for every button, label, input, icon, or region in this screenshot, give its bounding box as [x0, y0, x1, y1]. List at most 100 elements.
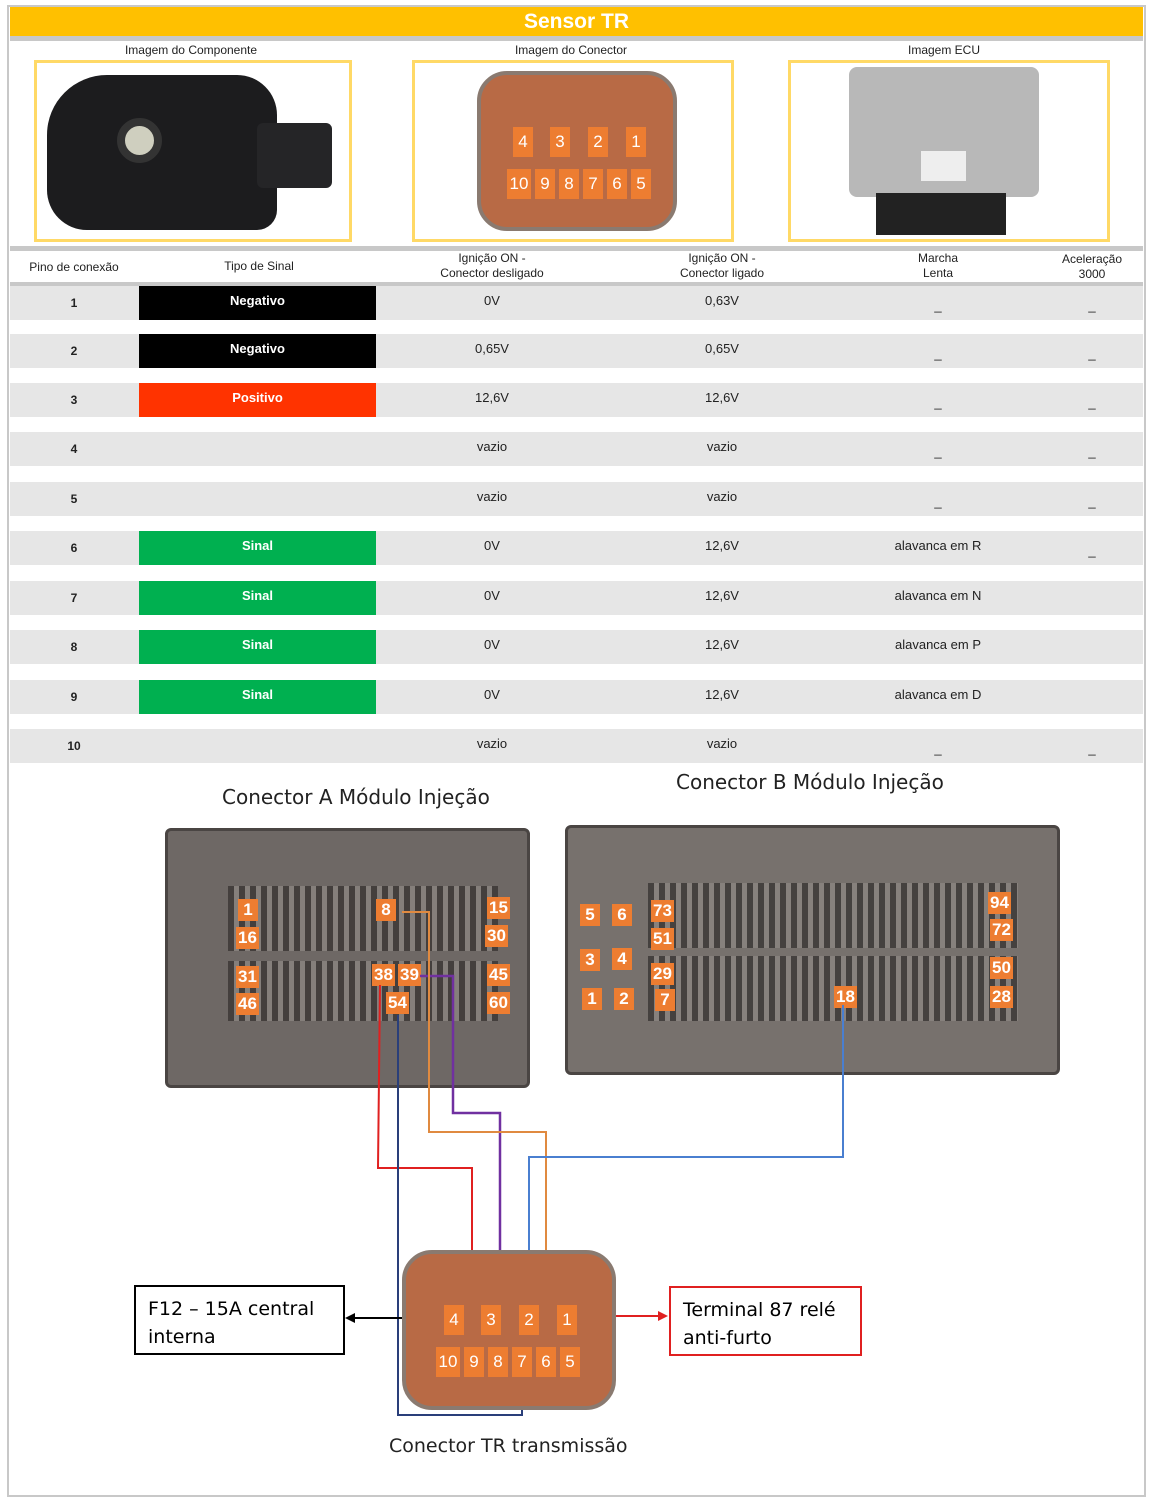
marcha-cell: _ [934, 741, 942, 756]
pin-label: 1 [582, 988, 602, 1010]
aceleracao-cell: _ [1088, 346, 1096, 361]
marcha-cell: _ [934, 298, 942, 313]
header-ign-off: Ignição ON - Conector desligado [440, 251, 544, 280]
page-frame [7, 5, 1146, 1497]
pin-label: 73 [651, 900, 674, 922]
pin-label: 6 [607, 169, 627, 199]
pin-label: 30 [485, 925, 508, 947]
pin-label: 16 [236, 927, 259, 949]
pin-label: 5 [631, 169, 651, 199]
pin-label: 2 [614, 988, 634, 1010]
header-marcha: Marcha Lenta [917, 251, 958, 280]
pin-label: 50 [990, 957, 1013, 979]
pin-label: 1 [238, 899, 258, 921]
ign-on-cell: 12,6V [705, 687, 739, 702]
tr-pin-label: 8 [488, 1347, 508, 1377]
ign-off-cell: 0,65V [475, 341, 509, 356]
table-row: 10 vazio vazio _ _ [10, 729, 1143, 763]
table-row: 3 Positivo 12,6V 12,6V _ _ [10, 383, 1143, 417]
pin-cell: 9 [70, 690, 78, 704]
pin-cell: 5 [70, 492, 78, 506]
pin-label: 9 [535, 169, 555, 199]
connector-a [165, 828, 530, 1088]
header-pin: Pino de conexão [29, 260, 119, 274]
marcha-cell: alavanca em D [894, 687, 982, 702]
ign-off-cell: 0V [484, 588, 500, 603]
connector-b [565, 825, 1060, 1075]
arrowhead-black-icon [345, 1313, 355, 1323]
ign-off-cell: 0V [484, 538, 500, 553]
component-image [34, 60, 352, 242]
pin-label: 3 [580, 949, 600, 971]
tr-pin-label: 5 [560, 1347, 580, 1377]
pin-label: 4 [444, 1305, 464, 1335]
ecu-image [788, 60, 1110, 242]
pin-cell: 1 [70, 296, 78, 310]
ign-on-cell: vazio [706, 736, 738, 751]
divider [10, 36, 1143, 41]
conn-b-title: Conector B Módulo Injeção [676, 770, 944, 794]
arrowhead-red-icon [658, 1311, 668, 1321]
ign-on-cell: 0,65V [705, 341, 739, 356]
ign-off-cell: vazio [476, 439, 508, 454]
marcha-cell: alavanca em P [895, 637, 981, 652]
pin-label: 1 [557, 1305, 577, 1335]
table-row: 2 Negativo 0,65V 0,65V _ _ [10, 334, 1143, 368]
wire-blue [528, 1005, 844, 1310]
pin-cell: 10 [67, 739, 81, 753]
tipo-cell: Positivo [139, 383, 376, 417]
pin-label: 45 [487, 964, 510, 986]
conn-a-title: Conector A Módulo Injeção [222, 785, 490, 809]
wire-purple [420, 974, 502, 1362]
marcha-cell: _ [934, 444, 942, 459]
pin-label: 4 [612, 948, 632, 970]
pin-cell: 7 [70, 591, 78, 605]
tr-connector [402, 1250, 616, 1410]
marcha-cell: _ [934, 346, 942, 361]
pin-label: 60 [487, 992, 510, 1014]
connector-image: 4 3 2 1 10 9 8 7 6 5 [412, 60, 734, 242]
marcha-cell: alavanca em R [894, 538, 982, 553]
pin-label: 15 [487, 897, 510, 919]
ign-off-cell: vazio [476, 489, 508, 504]
ign-on-cell: vazio [706, 439, 738, 454]
aceleracao-cell: _ [1088, 444, 1096, 459]
pin-label: 8 [559, 169, 579, 199]
pin-label: 3 [550, 127, 570, 157]
aceleracao-cell: _ [1088, 494, 1096, 509]
pin-label: 38 [372, 964, 395, 986]
tipo-cell: Sinal [139, 531, 376, 565]
pin-label: 46 [236, 993, 259, 1015]
pin-label: 7 [655, 989, 675, 1011]
ign-on-cell: 0,63V [705, 293, 739, 308]
tipo-cell: Sinal [139, 680, 376, 714]
ign-off-cell: vazio [476, 736, 508, 751]
tipo-cell: Sinal [139, 630, 376, 664]
connector-pin-grid: 4 3 2 1 10 9 8 7 6 5 [507, 125, 651, 215]
header-ign-on: Ignição ON - Conector ligado [679, 251, 765, 280]
divider [10, 282, 1143, 286]
aceleracao-cell: _ [1088, 543, 1096, 558]
tr-connector-title: Conector TR transmissão [389, 1435, 628, 1457]
table-row: 6 Sinal 0V 12,6V alavanca em R _ [10, 531, 1143, 565]
tr-pin-label: 6 [536, 1347, 556, 1377]
ign-off-cell: 0V [484, 293, 500, 308]
tipo-cell: Sinal [139, 581, 376, 615]
aceleracao-cell: _ [1088, 741, 1096, 756]
marcha-cell: _ [934, 395, 942, 410]
pin-label: 4 [513, 127, 533, 157]
pin-label: 29 [651, 963, 674, 985]
pin-label: 18 [834, 986, 857, 1008]
pin-cell: 2 [70, 344, 78, 358]
pin-label: 94 [988, 892, 1011, 914]
pin-label: 39 [398, 964, 421, 986]
tr-pin-label: 10 [436, 1347, 460, 1377]
header-tipo: Tipo de Sinal [224, 259, 294, 273]
table-row: 7 Sinal 0V 12,6V alavanca em N [10, 581, 1143, 615]
table-row: 8 Sinal 0V 12,6V alavanca em P [10, 630, 1143, 664]
tr-pin-label: 9 [464, 1347, 484, 1377]
wire-orange [402, 911, 547, 1358]
pin-label: 2 [519, 1305, 539, 1335]
tr-pin-label: 7 [512, 1347, 532, 1377]
pin-cell: 6 [70, 541, 78, 555]
